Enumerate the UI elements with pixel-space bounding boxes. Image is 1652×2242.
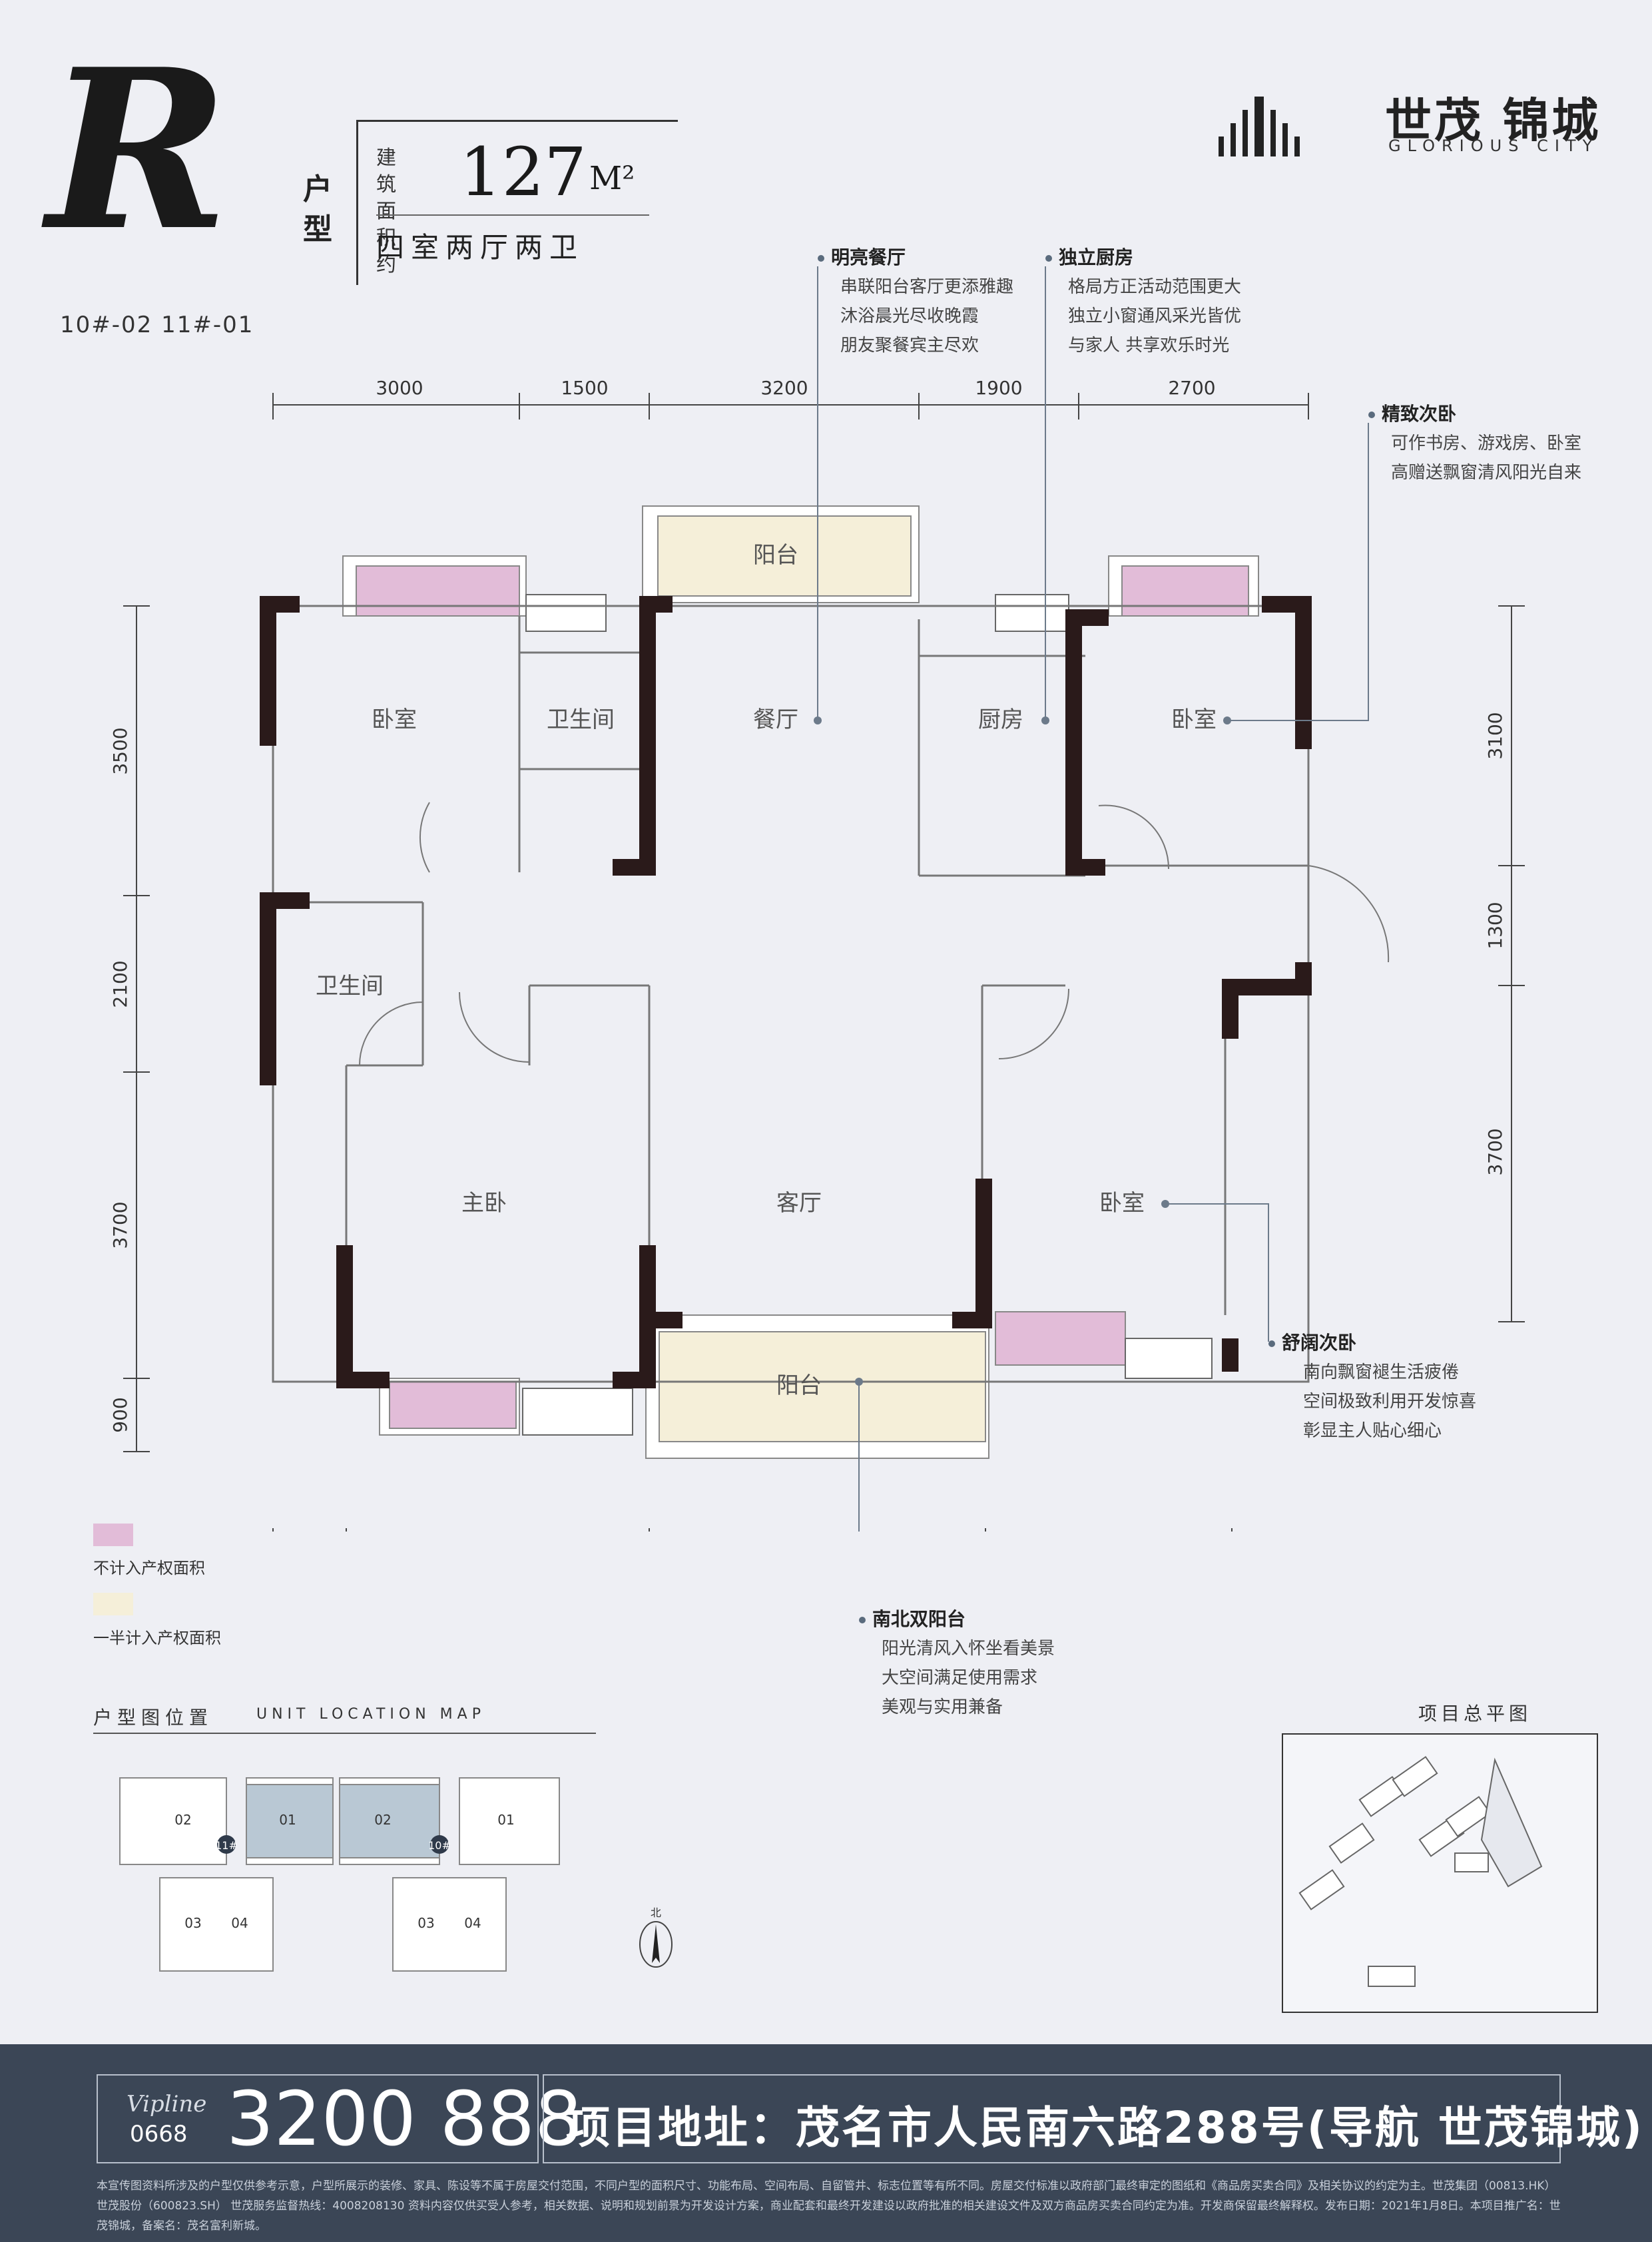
dim-right-1: 3100 — [1484, 712, 1506, 759]
map-label-11: 11# — [215, 1839, 238, 1852]
legend-swatch-half — [93, 1593, 133, 1615]
map-label-04b: 04 — [464, 1915, 481, 1931]
map-label-04a: 04 — [231, 1915, 248, 1931]
dim-top-1: 3000 — [376, 377, 423, 399]
dim-top-3: 3200 — [760, 377, 808, 399]
map-label-02a: 02 — [174, 1812, 191, 1828]
label-balcony-top: 阳台 — [753, 542, 798, 569]
location-map-title: 户型图位置 — [93, 1707, 214, 1729]
footer-bar — [0, 2044, 1652, 2242]
hotline-box — [97, 2074, 539, 2163]
callout-balcony: 南北双阳台 阳光清风入怀坐看美景 大空间满足使用需求 美观与实用兼备 — [859, 1605, 1055, 1722]
disclaimer: 本宣传图资料所涉及的户型仅供参考示意，户型所展示的装修、家具、陈设等不属于房屋交… — [97, 2179, 1561, 2233]
callout-bedroom3: 舒阔次卧 南向飘窗褪生活疲倦 空间极致利用开发惊喜 彰显主人贴心细心 — [1268, 1328, 1476, 1446]
callout-bedroom2: 精致次卧 可作书房、游戏房、卧室 高赠送飘窗清风阳光自来 — [1368, 400, 1581, 487]
legend-swatch-excluded — [93, 1524, 133, 1546]
map-label-03b: 03 — [417, 1915, 434, 1931]
map-label-01a: 01 — [279, 1812, 296, 1828]
dim-left-1: 3500 — [109, 727, 131, 774]
area-unit: M² — [589, 160, 635, 197]
svg-text:北: 北 — [651, 1906, 661, 1919]
unit-type-label: 户型 — [303, 172, 332, 246]
hotline-number[interactable]: 3200 888 — [226, 2076, 583, 2163]
area-bracket — [356, 120, 678, 285]
floor-plan: 3000 1500 3200 1900 2700 900 3600 4000 2… — [109, 266, 1525, 1532]
label-bedroom-ne: 卧室 — [1171, 706, 1217, 733]
bullet-icon — [818, 255, 824, 262]
map-label-10: 10# — [428, 1839, 451, 1852]
bullet-icon — [859, 1617, 866, 1623]
area-value: 127 — [459, 133, 587, 211]
label-bath-w: 卫生间 — [316, 973, 384, 999]
legend-label-excluded: 不计入产权面积 — [93, 1559, 205, 1577]
project-address: 项目地址：茂名市人民南六路288号(导航 世茂锦城) — [566, 2102, 1645, 2153]
dim-top-4: 1900 — [975, 377, 1022, 399]
dim-left-3: 3700 — [109, 1201, 131, 1249]
room-summary: 四室两厅两卫 — [376, 231, 585, 264]
unit-numbers: 10#-02 11#-01 — [60, 312, 254, 338]
location-map-divider — [93, 1733, 596, 1734]
area-label: 建筑面积约 — [376, 146, 402, 276]
dim-top-2: 1500 — [561, 377, 608, 399]
location-map: 02 01 02 01 11# 10# 03 04 03 04 — [119, 1777, 560, 1972]
map-label-01b: 01 — [497, 1812, 514, 1828]
dim-right-2: 1300 — [1484, 902, 1506, 949]
label-master: 主卧 — [461, 1190, 507, 1217]
north-compass-icon: 北 — [639, 1906, 673, 1968]
label-bedroom-nw: 卧室 — [372, 706, 417, 733]
label-bath-n: 卫生间 — [547, 706, 615, 733]
label-dining: 餐厅 — [753, 706, 798, 733]
label-bedroom-se: 卧室 — [1099, 1190, 1145, 1217]
map-label-03a: 03 — [184, 1915, 201, 1931]
brand-logo — [1219, 97, 1306, 156]
dim-right-3: 3700 — [1484, 1128, 1506, 1175]
unit-letter: R — [47, 21, 230, 279]
site-plan-map — [1282, 1733, 1598, 2013]
callout-kitchen: 独立厨房 格局方正活动范围更大 独立小窗通风采光皆优 与家人 共享欢乐时光 — [1045, 243, 1241, 360]
brand-name-cn: 世茂 锦城 — [1385, 93, 1601, 148]
bullet-icon — [1045, 255, 1052, 262]
map-label-02b: 02 — [374, 1812, 391, 1828]
bullet-icon — [1368, 412, 1375, 418]
brand-name-en: GLORIOUS CITY — [1388, 137, 1599, 155]
label-kitchen: 厨房 — [978, 706, 1023, 733]
dim-left-4: 900 — [109, 1397, 131, 1432]
legend-label-half: 一半计入产权面积 — [93, 1629, 221, 1647]
callout-dining: 明亮餐厅 串联阳台客厅更添雅趣 沐浴晨光尽收晚霞 朋友聚餐宾主尽欢 — [818, 243, 1013, 360]
dim-left-2: 2100 — [109, 960, 131, 1007]
area-divider — [376, 214, 649, 216]
label-living: 客厅 — [776, 1190, 822, 1217]
location-map-title-en: UNIT LOCATION MAP — [256, 1706, 485, 1723]
bullet-icon — [1268, 1340, 1275, 1347]
address-box — [543, 2074, 1561, 2163]
vipline-label: Vipline — [127, 2091, 207, 2117]
area-code: 0668 — [130, 2121, 188, 2147]
site-plan-title: 项目总平图 — [1418, 1703, 1532, 1725]
dim-top-5: 2700 — [1168, 377, 1215, 399]
label-balcony-bottom: 阳台 — [776, 1372, 822, 1399]
logo-bars-icon — [1219, 97, 1306, 156]
